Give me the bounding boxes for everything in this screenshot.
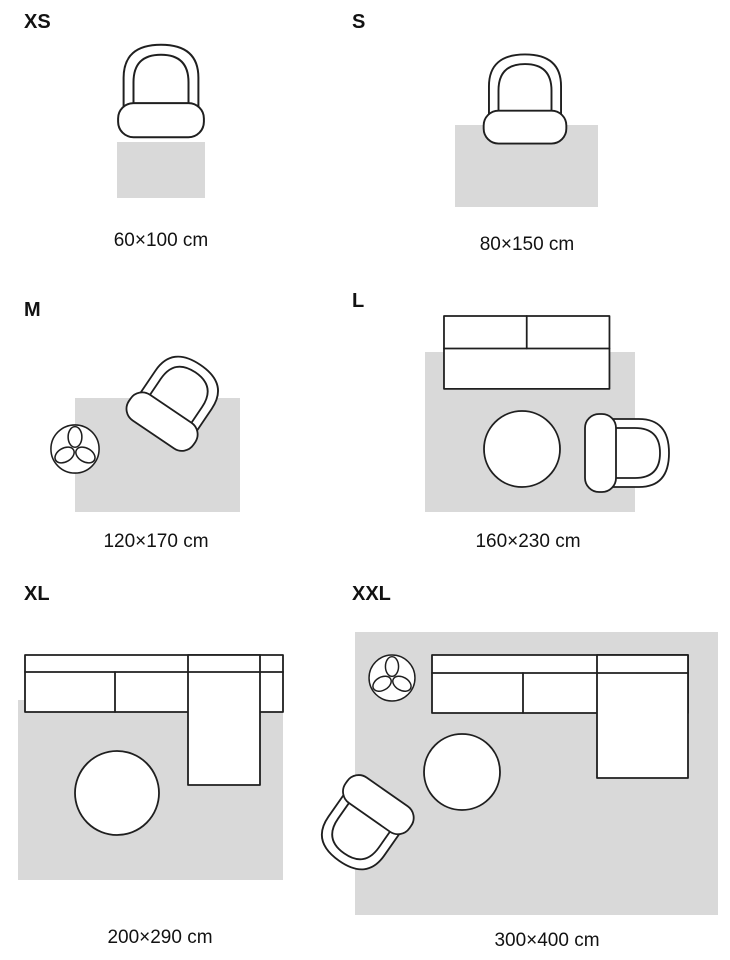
size-label: S: [352, 11, 365, 33]
size-cell-m: M 120×170 cm: [24, 299, 240, 552]
plant-top-view: [50, 424, 100, 474]
size-label: M: [24, 299, 41, 321]
size-dimensions: 300×400 cm: [494, 930, 599, 951]
sofa-top-view: [443, 315, 611, 390]
size-label: XS: [24, 11, 51, 33]
armchair-top-view: [117, 43, 205, 139]
coffee-table-top-view: [74, 750, 160, 836]
size-dimensions: 80×150 cm: [480, 234, 575, 255]
size-dimensions: 120×170 cm: [103, 531, 208, 552]
size-cell-s: S 80×150 cm: [352, 11, 598, 255]
sofa-chaise: [596, 654, 689, 779]
size-dimensions: 200×290 cm: [107, 927, 212, 948]
size-label: XXL: [352, 583, 391, 605]
sectional-sofa-top-view: [24, 654, 284, 786]
size-cell-l: L 160×230 cm: [352, 290, 670, 552]
size-label: XL: [24, 583, 50, 605]
size-cell-xs: XS 60×100 cm: [24, 11, 208, 251]
size-dimensions: 60×100 cm: [114, 230, 209, 251]
size-cell-xl: XL 200×290 cm: [18, 583, 284, 948]
coffee-table-top-view: [423, 733, 501, 811]
sofa-chaise: [187, 654, 261, 786]
rug-rect: [117, 142, 205, 198]
size-cell-xxl: XXL 300×400 cm: [306, 583, 718, 951]
coffee-table-top-view: [483, 410, 561, 488]
size-label: L: [352, 290, 364, 312]
plant-top-view: [368, 654, 416, 702]
armchair-top-view: [482, 53, 568, 145]
size-dimensions: 160×230 cm: [475, 531, 580, 552]
armchair-top-view: [584, 413, 670, 493]
sectional-sofa-top-view: [431, 654, 689, 779]
